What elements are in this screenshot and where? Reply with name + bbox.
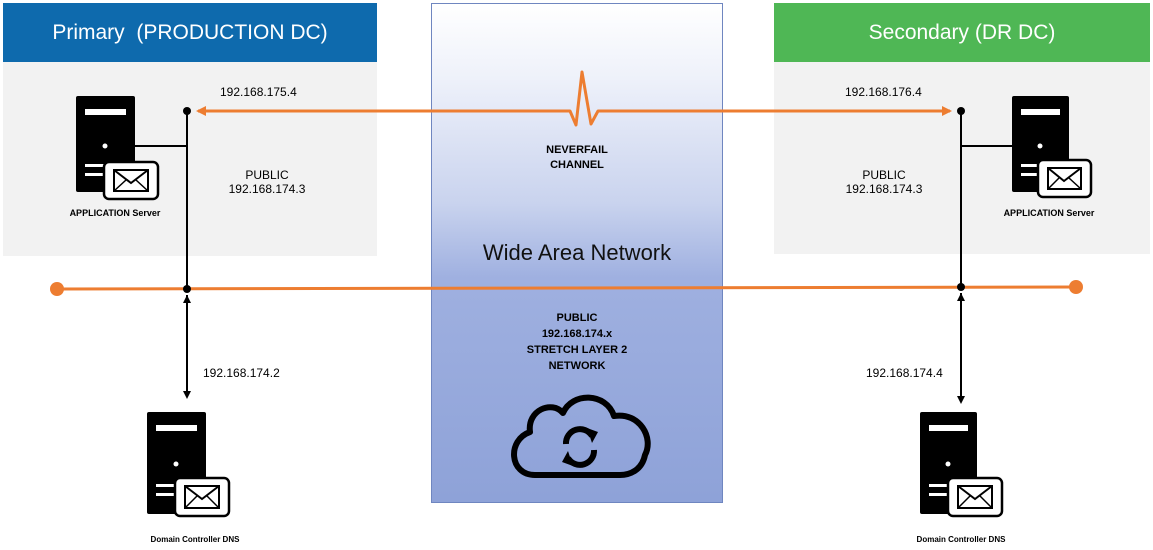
neverfail-channel-label: NEVERFAIL CHANNEL — [507, 143, 647, 173]
channel-line-1: NEVERFAIL — [546, 144, 608, 156]
secondary-public-block: PUBLIC 192.168.174.3 — [829, 168, 939, 196]
network-line-1: PUBLIC — [556, 312, 598, 324]
secondary-app-server-label: APPLICATION Server — [1003, 208, 1095, 218]
secondary-public-ip: 192.168.174.3 — [845, 182, 923, 196]
primary-dc-envelope-icon — [173, 476, 231, 518]
secondary-channel-ip: 192.168.176.4 — [845, 85, 922, 99]
network-line-3: STRETCH LAYER 2 — [526, 344, 628, 356]
network-line-4: NETWORK — [548, 360, 606, 372]
cloud-sync-icon — [511, 394, 651, 478]
public-network-label: PUBLIC 192.168.174.x STRETCH LAYER 2 NET… — [487, 310, 667, 374]
secondary-dc-ip: 192.168.174.4 — [866, 366, 943, 380]
public-network-bus — [50, 280, 1083, 296]
wan-column — [431, 3, 723, 503]
primary-public-ip: 192.168.174.3 — [228, 182, 306, 196]
primary-channel-ip: 192.168.175.4 — [220, 85, 297, 99]
primary-app-server-label: APPLICATION Server — [69, 208, 161, 218]
primary-dc-label: Domain Controller DNS — [150, 535, 240, 544]
primary-title: Primary (PRODUCTION DC) — [52, 20, 328, 44]
primary-public-label: PUBLIC — [245, 168, 289, 182]
neverfail-channel-line — [196, 70, 952, 127]
secondary-app-envelope-icon — [1036, 158, 1093, 199]
primary-connectors — [135, 111, 191, 399]
secondary-connectors — [957, 111, 1012, 404]
secondary-dc-envelope-icon — [946, 476, 1004, 518]
network-line-2: 192.168.174.x — [541, 328, 613, 340]
primary-panel — [3, 62, 377, 256]
primary-public-block: PUBLIC 192.168.174.3 — [212, 168, 322, 196]
primary-dc-ip: 192.168.174.2 — [203, 366, 280, 380]
secondary-public-label: PUBLIC — [862, 168, 906, 182]
primary-header: Primary (PRODUCTION DC) — [3, 3, 377, 62]
channel-line-2: CHANNEL — [550, 159, 604, 171]
primary-app-envelope-icon — [102, 160, 160, 201]
secondary-header: Secondary (DR DC) — [774, 3, 1150, 62]
wan-title: Wide Area Network — [482, 240, 672, 265]
secondary-dc-label: Domain Controller DNS — [916, 535, 1006, 544]
secondary-title: Secondary (DR DC) — [868, 20, 1056, 44]
